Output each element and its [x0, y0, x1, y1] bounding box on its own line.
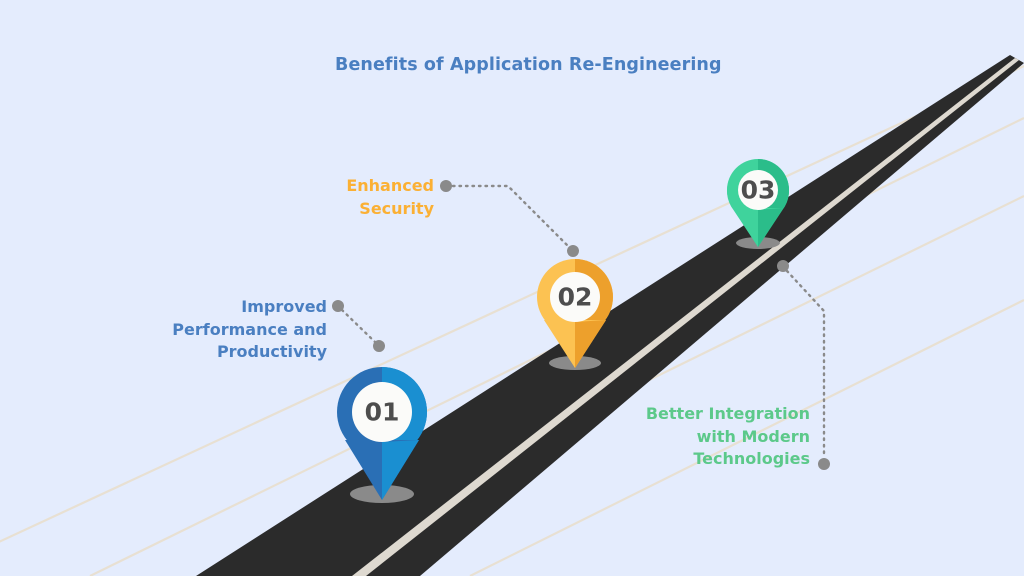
pin-number-03: 03: [741, 176, 776, 205]
pin-tip-01-right: [382, 440, 419, 500]
connector-line-03: [777, 260, 830, 470]
page-title: Benefits of Application Re-Engineering: [335, 55, 722, 75]
connector-dot-03-start: [777, 260, 789, 272]
pin-tip-02-right: [575, 320, 606, 368]
connector-dot-03-end: [818, 458, 830, 470]
connector-line-02: [440, 180, 579, 257]
pin-inner-circle-01: [352, 382, 412, 442]
pin-inner-circle-03: [738, 170, 778, 210]
pin-tip-03-right: [758, 208, 783, 247]
pin-number-02: 02: [558, 283, 593, 312]
connector-dot-02-end: [567, 245, 579, 257]
connector-dot-02-start: [440, 180, 452, 192]
pin-marker-01[interactable]: 01: [337, 367, 427, 503]
connector-segment-02: [451, 184, 571, 249]
pin-marker-02[interactable]: 02: [537, 259, 613, 370]
road-center-line: [352, 58, 1019, 576]
background-guide-lines: [0, 65, 1024, 576]
connector-line-01: [332, 300, 385, 352]
benefit-label-02: Enhanced Security: [346, 176, 434, 218]
connector-dot-01-start: [332, 300, 344, 312]
connector-dot-01-end: [373, 340, 385, 352]
connector-segment-03: [785, 269, 826, 460]
pin-number-01: 01: [365, 398, 400, 427]
pin-marker-03[interactable]: 03: [726, 159, 790, 249]
connector-segment-01: [340, 308, 377, 344]
guide-line-3: [0, 65, 1024, 543]
pin-inner-circle-02: [550, 272, 600, 322]
guide-line-4: [469, 299, 1024, 576]
benefit-label-01: Improved Performance and Productivity: [172, 297, 327, 362]
benefit-label-03: Better Integration with Modern Technolog…: [645, 404, 810, 469]
